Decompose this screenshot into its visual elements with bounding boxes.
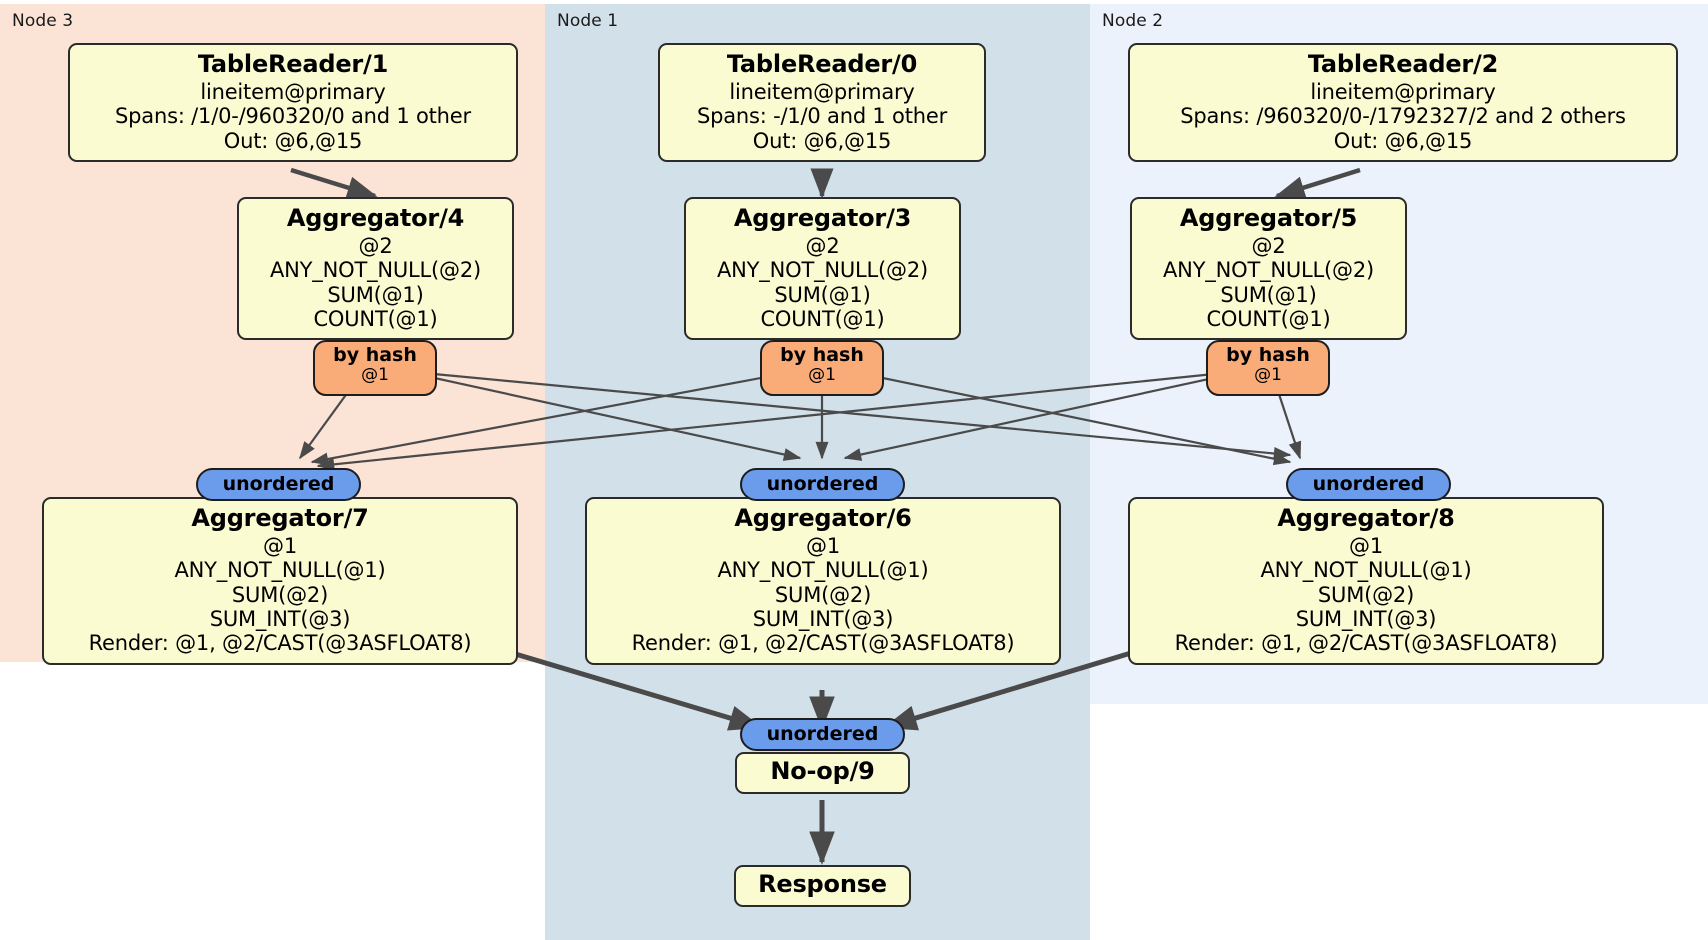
processor-detail-line: Out: @6,@15: [752, 128, 892, 153]
processor-detail-line: @1: [263, 533, 297, 558]
processor-detail-line: ANY_NOT_NULL(@2): [1163, 258, 1374, 283]
processor-detail-line: @1: [806, 533, 840, 558]
router-title: by hash: [333, 344, 417, 366]
synchronizer-unordered-final[interactable]: unordered: [740, 718, 905, 751]
processor-detail-line: COUNT(@1): [313, 306, 438, 331]
processor-detail-line: ANY_NOT_NULL(@2): [717, 258, 928, 283]
processor-detail-line: ANY_NOT_NULL(@1): [174, 558, 386, 583]
processor-detail-line: Spans: /960320/0-/1792327/2 and 2 others: [1180, 104, 1626, 129]
processor-detail-line: SUM_INT(@3): [1295, 606, 1437, 631]
processor-table-reader-0[interactable]: TableReader/0 lineitem@primary Spans: -/…: [658, 43, 986, 162]
processor-detail-line: COUNT(@1): [760, 306, 885, 331]
processor-detail-line: ANY_NOT_NULL(@2): [270, 258, 481, 283]
processor-detail-line: lineitem@primary: [1310, 79, 1496, 104]
processor-detail-line: ANY_NOT_NULL(@1): [717, 558, 929, 583]
processor-detail-line: Render: @1, @2/CAST(@3ASFLOAT8): [631, 631, 1015, 656]
router-title: by hash: [1226, 344, 1310, 366]
processor-aggregator-3[interactable]: Aggregator/3 @2 ANY_NOT_NULL(@2) SUM(@1)…: [684, 197, 961, 341]
processor-detail-line: Spans: -/1/0 and 1 other: [696, 104, 948, 129]
router-by-hash-right[interactable]: by hash @1: [1206, 340, 1330, 396]
processor-aggregator-5[interactable]: Aggregator/5 @2 ANY_NOT_NULL(@2) SUM(@1)…: [1130, 197, 1407, 341]
router-by-hash-left[interactable]: by hash @1: [313, 340, 437, 396]
processor-table-reader-1[interactable]: TableReader/1 lineitem@primary Spans: /1…: [68, 43, 518, 162]
processor-detail-line: SUM(@1): [774, 282, 871, 307]
processor-detail-line: Out: @6,@15: [1333, 128, 1473, 153]
processor-detail-line: @2: [805, 233, 840, 258]
processor-no-op-9[interactable]: No-op/9: [735, 752, 910, 794]
synchronizer-unordered-right[interactable]: unordered: [1286, 468, 1451, 501]
processor-detail-line: @2: [358, 233, 393, 258]
processor-title: TableReader/1: [197, 50, 389, 78]
processor-aggregator-4[interactable]: Aggregator/4 @2 ANY_NOT_NULL(@2) SUM(@1)…: [237, 197, 514, 341]
processor-detail-line: SUM(@2): [774, 582, 872, 607]
processor-detail-line: COUNT(@1): [1206, 306, 1331, 331]
router-title: by hash: [780, 344, 864, 366]
processor-title: TableReader/0: [726, 50, 918, 78]
processor-aggregator-6[interactable]: Aggregator/6 @1 ANY_NOT_NULL(@1) SUM(@2)…: [585, 497, 1061, 665]
processor-title: No-op/9: [770, 757, 875, 785]
router-by-hash-middle[interactable]: by hash @1: [760, 340, 884, 396]
processor-title: Aggregator/5: [1179, 204, 1358, 232]
processor-title: Aggregator/3: [733, 204, 912, 232]
processor-detail-line: SUM(@1): [327, 282, 424, 307]
processor-detail-line: lineitem@primary: [729, 79, 915, 104]
node-panel-label-node-3: Node 3: [12, 11, 74, 31]
node-panel-label-node-1: Node 1: [557, 11, 619, 31]
processor-detail-line: SUM_INT(@3): [209, 606, 351, 631]
processor-detail-line: Render: @1, @2/CAST(@3ASFLOAT8): [88, 631, 472, 656]
processor-title: TableReader/2: [1307, 50, 1499, 78]
processor-detail-line: Spans: /1/0-/960320/0 and 1 other: [115, 104, 471, 129]
synchronizer-unordered-middle[interactable]: unordered: [740, 468, 905, 501]
router-column: @1: [361, 364, 389, 385]
processor-detail-line: SUM(@2): [1317, 582, 1415, 607]
processor-title: Aggregator/7: [191, 504, 369, 532]
processor-detail-line: ANY_NOT_NULL(@1): [1260, 558, 1472, 583]
synchronizer-unordered-left[interactable]: unordered: [196, 468, 361, 501]
router-column: @1: [808, 364, 836, 385]
router-column: @1: [1254, 364, 1282, 385]
processor-title: Response: [758, 870, 887, 898]
processor-detail-line: @2: [1251, 233, 1286, 258]
processor-title: Aggregator/6: [734, 504, 912, 532]
processor-detail-line: SUM(@1): [1220, 282, 1317, 307]
processor-title: Aggregator/8: [1277, 504, 1455, 532]
processor-detail-line: Render: @1, @2/CAST(@3ASFLOAT8): [1174, 631, 1558, 656]
processor-detail-line: @1: [1349, 533, 1383, 558]
processor-aggregator-8[interactable]: Aggregator/8 @1 ANY_NOT_NULL(@1) SUM(@2)…: [1128, 497, 1604, 665]
processor-detail-line: lineitem@primary: [200, 79, 386, 104]
processor-title: Aggregator/4: [286, 204, 465, 232]
node-panel-label-node-2: Node 2: [1102, 11, 1164, 31]
processor-table-reader-2[interactable]: TableReader/2 lineitem@primary Spans: /9…: [1128, 43, 1678, 162]
processor-aggregator-7[interactable]: Aggregator/7 @1 ANY_NOT_NULL(@1) SUM(@2)…: [42, 497, 518, 665]
processor-response[interactable]: Response: [734, 865, 911, 907]
processor-detail-line: SUM(@2): [231, 582, 329, 607]
processor-detail-line: SUM_INT(@3): [752, 606, 894, 631]
processor-detail-line: Out: @6,@15: [223, 128, 363, 153]
